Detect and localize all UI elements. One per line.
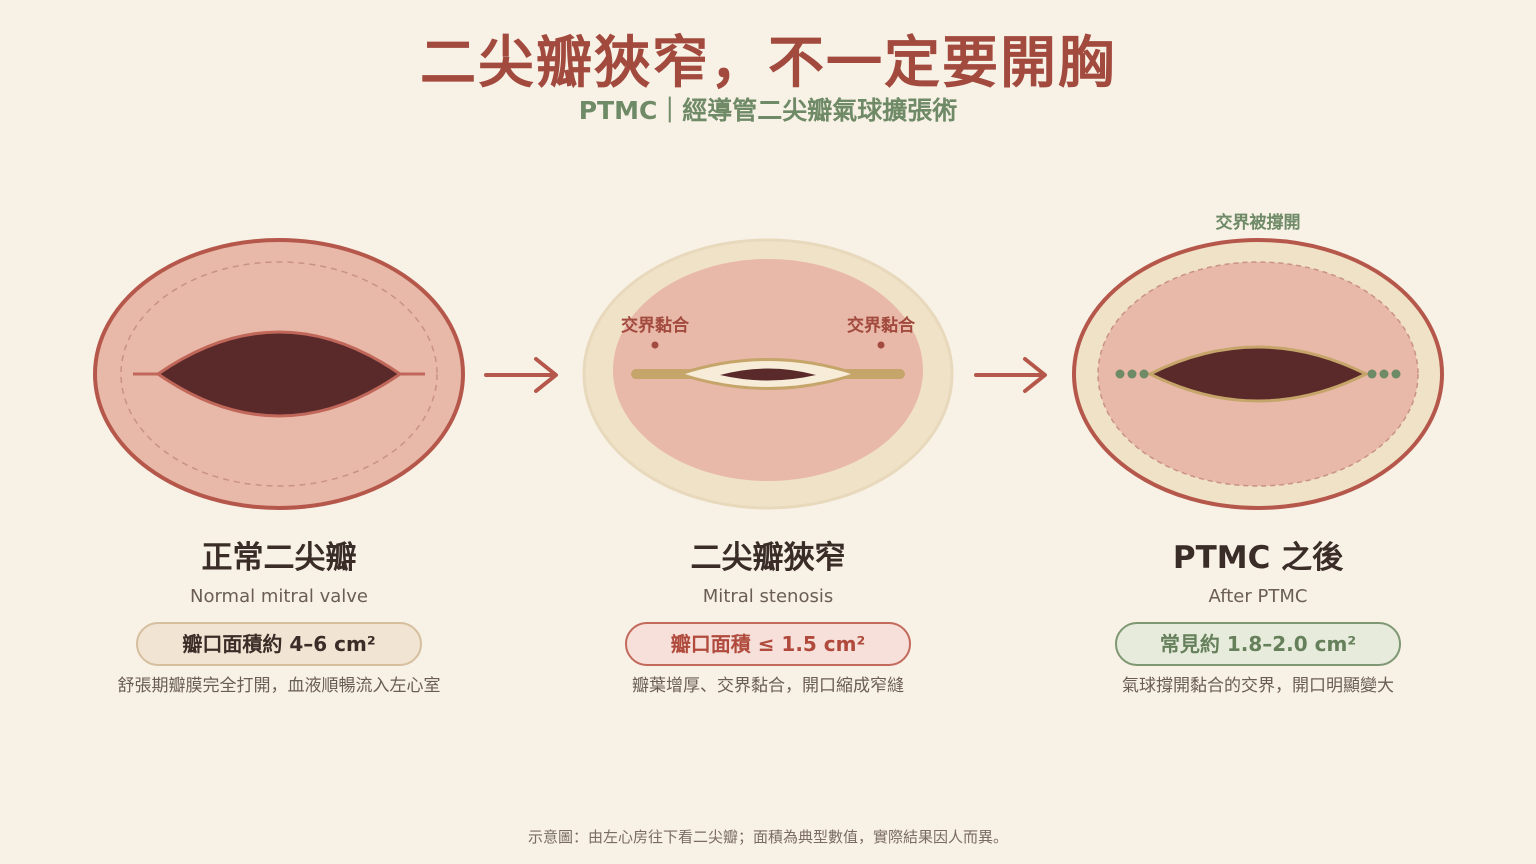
commissure-opened-label: 交界被撐開 xyxy=(1215,213,1301,233)
arrow-right-icon xyxy=(974,357,1047,393)
area-badge: 常見約 1.8–2.0 cm² xyxy=(1115,622,1401,666)
panel-stenosis: 二尖瓣狹窄 Mitral stenosis 瓣口面積 ≤ 1.5 cm² 瓣葉增… xyxy=(558,536,978,698)
panel-description: 瓣葉增厚、交界黏合，開口縮成窄縫 xyxy=(632,676,904,696)
panel-subtitle: Mitral stenosis xyxy=(702,586,834,607)
area-badge: 瓣口面積約 4–6 cm² xyxy=(136,622,422,666)
panel-title: PTMC 之後 xyxy=(1172,540,1344,576)
panel-title: 正常二尖瓣 xyxy=(201,540,357,576)
arrow-right-icon xyxy=(484,357,558,393)
page-subtitle: PTMC｜經導管二尖瓣氣球擴張術 xyxy=(578,96,958,125)
normal-valve-illustration xyxy=(93,238,465,510)
page-title: 二尖瓣狹窄，不一定要開胸 xyxy=(420,31,1116,96)
panel-subtitle: After PTMC xyxy=(1208,586,1308,607)
panel-description: 舒張期瓣膜完全打開，血液順暢流入左心室 xyxy=(117,676,441,696)
commissure-fusion-label-left: 交界黏合 xyxy=(621,315,690,336)
panel-normal: 正常二尖瓣 Normal mitral valve 瓣口面積約 4–6 cm² … xyxy=(69,536,489,698)
panel-subtitle: Normal mitral valve xyxy=(189,586,368,607)
stenosis-valve-illustration xyxy=(582,238,954,510)
panel-description: 氣球撐開黏合的交界，開口明顯變大 xyxy=(1122,676,1394,696)
after-ptmc-valve-illustration xyxy=(1072,238,1444,510)
panel-after-ptmc: PTMC 之後 After PTMC 常見約 1.8–2.0 cm² 氣球撐開黏… xyxy=(1048,536,1468,698)
footer-note: 示意圖：由左心房往下看二尖瓣；面積為典型數值，實際結果因人而異。 xyxy=(527,828,1008,846)
commissure-fusion-label-right: 交界黏合 xyxy=(847,315,916,336)
panel-title: 二尖瓣狹窄 xyxy=(690,540,846,576)
area-badge: 瓣口面積 ≤ 1.5 cm² xyxy=(625,622,911,666)
